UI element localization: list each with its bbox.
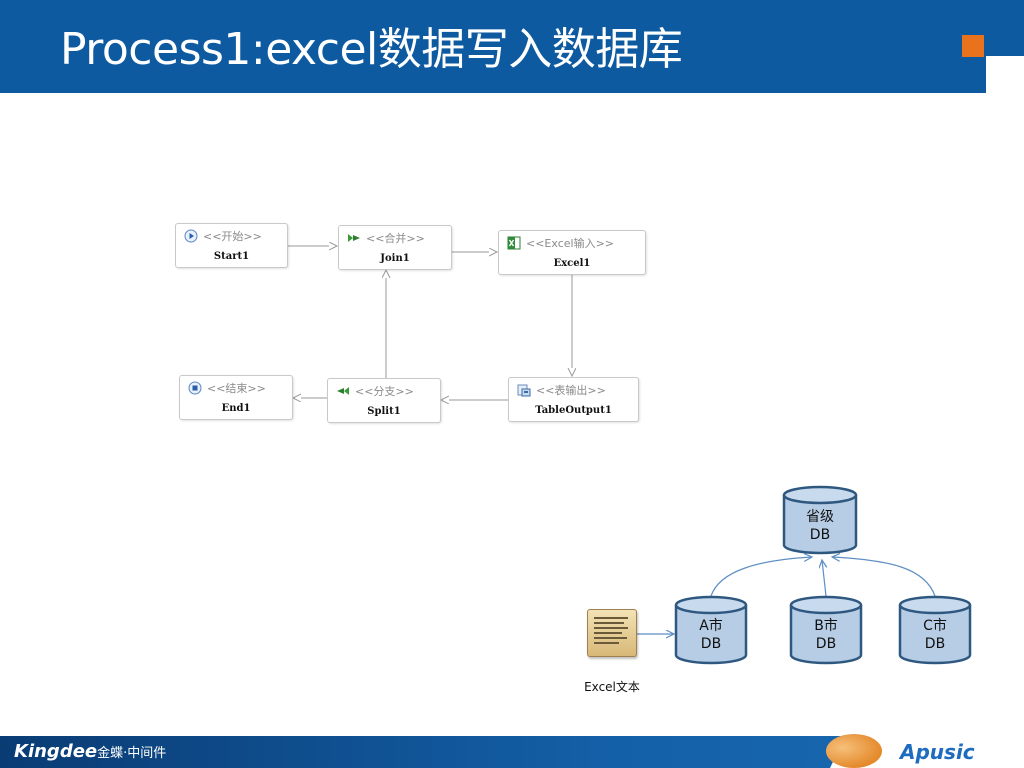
flow-node-join[interactable]: <<合并>> Join1 bbox=[338, 225, 452, 270]
white-accent-square bbox=[986, 56, 1024, 93]
node-stereotype: <<开始>> bbox=[203, 230, 262, 243]
node-name: Excel1 bbox=[553, 258, 591, 269]
apusic-logo: Apusic bbox=[900, 740, 975, 764]
city-c-db-label: C市 DB bbox=[923, 618, 947, 652]
node-name: Join1 bbox=[380, 253, 410, 264]
arrow-c-to-provincial bbox=[832, 557, 936, 597]
node-name: Split1 bbox=[367, 406, 401, 417]
table-output-icon bbox=[517, 384, 531, 397]
city-a-db-label: A市 DB bbox=[699, 618, 723, 652]
node-name: Start1 bbox=[213, 251, 250, 262]
flow-node-excel[interactable]: <<Excel输入>> Excel1 bbox=[498, 230, 646, 275]
orange-accent-square bbox=[962, 35, 984, 57]
provincial-db-label: 省级 DB bbox=[806, 509, 834, 543]
end-stop-icon bbox=[188, 381, 202, 395]
node-stereotype: <<表输出>> bbox=[536, 384, 606, 397]
node-name: End1 bbox=[221, 403, 251, 414]
join-arrow-icon bbox=[348, 234, 360, 242]
flow-node-end[interactable]: <<结束>> End1 bbox=[179, 375, 293, 420]
node-stereotype: <<合并>> bbox=[366, 232, 425, 245]
city-a-db-cylinder bbox=[674, 595, 748, 665]
title-bar bbox=[0, 0, 1024, 93]
node-name: TableOutput1 bbox=[535, 405, 612, 416]
split-arrow-icon bbox=[337, 387, 349, 395]
city-b-db-label: B市 DB bbox=[814, 618, 838, 652]
provincial-db-cylinder bbox=[782, 485, 858, 555]
excel-document-caption: Excel文本 bbox=[584, 680, 640, 694]
flow-node-start[interactable]: <<开始>> Start1 bbox=[175, 223, 288, 268]
node-stereotype: <<Excel输入>> bbox=[526, 237, 615, 250]
kingdee-logo: Kingdee金蝶·中间件 bbox=[14, 741, 167, 762]
node-stereotype: <<分支>> bbox=[355, 385, 414, 398]
slide-title: Process1:excel数据写入数据库 bbox=[60, 24, 683, 75]
apusic-swoosh-graphic bbox=[826, 734, 882, 768]
arrow-a-to-provincial bbox=[710, 557, 812, 597]
city-b-db-cylinder bbox=[789, 595, 863, 665]
flow-node-tableoutput[interactable]: <<表输出>> TableOutput1 bbox=[508, 377, 639, 422]
city-c-db-cylinder bbox=[898, 595, 972, 665]
arrow-b-to-provincial bbox=[822, 560, 826, 597]
excel-icon bbox=[507, 236, 521, 250]
start-play-icon bbox=[184, 229, 198, 243]
excel-document-icon bbox=[587, 609, 637, 657]
node-stereotype: <<结束>> bbox=[207, 382, 266, 395]
flow-node-split[interactable]: <<分支>> Split1 bbox=[327, 378, 441, 423]
